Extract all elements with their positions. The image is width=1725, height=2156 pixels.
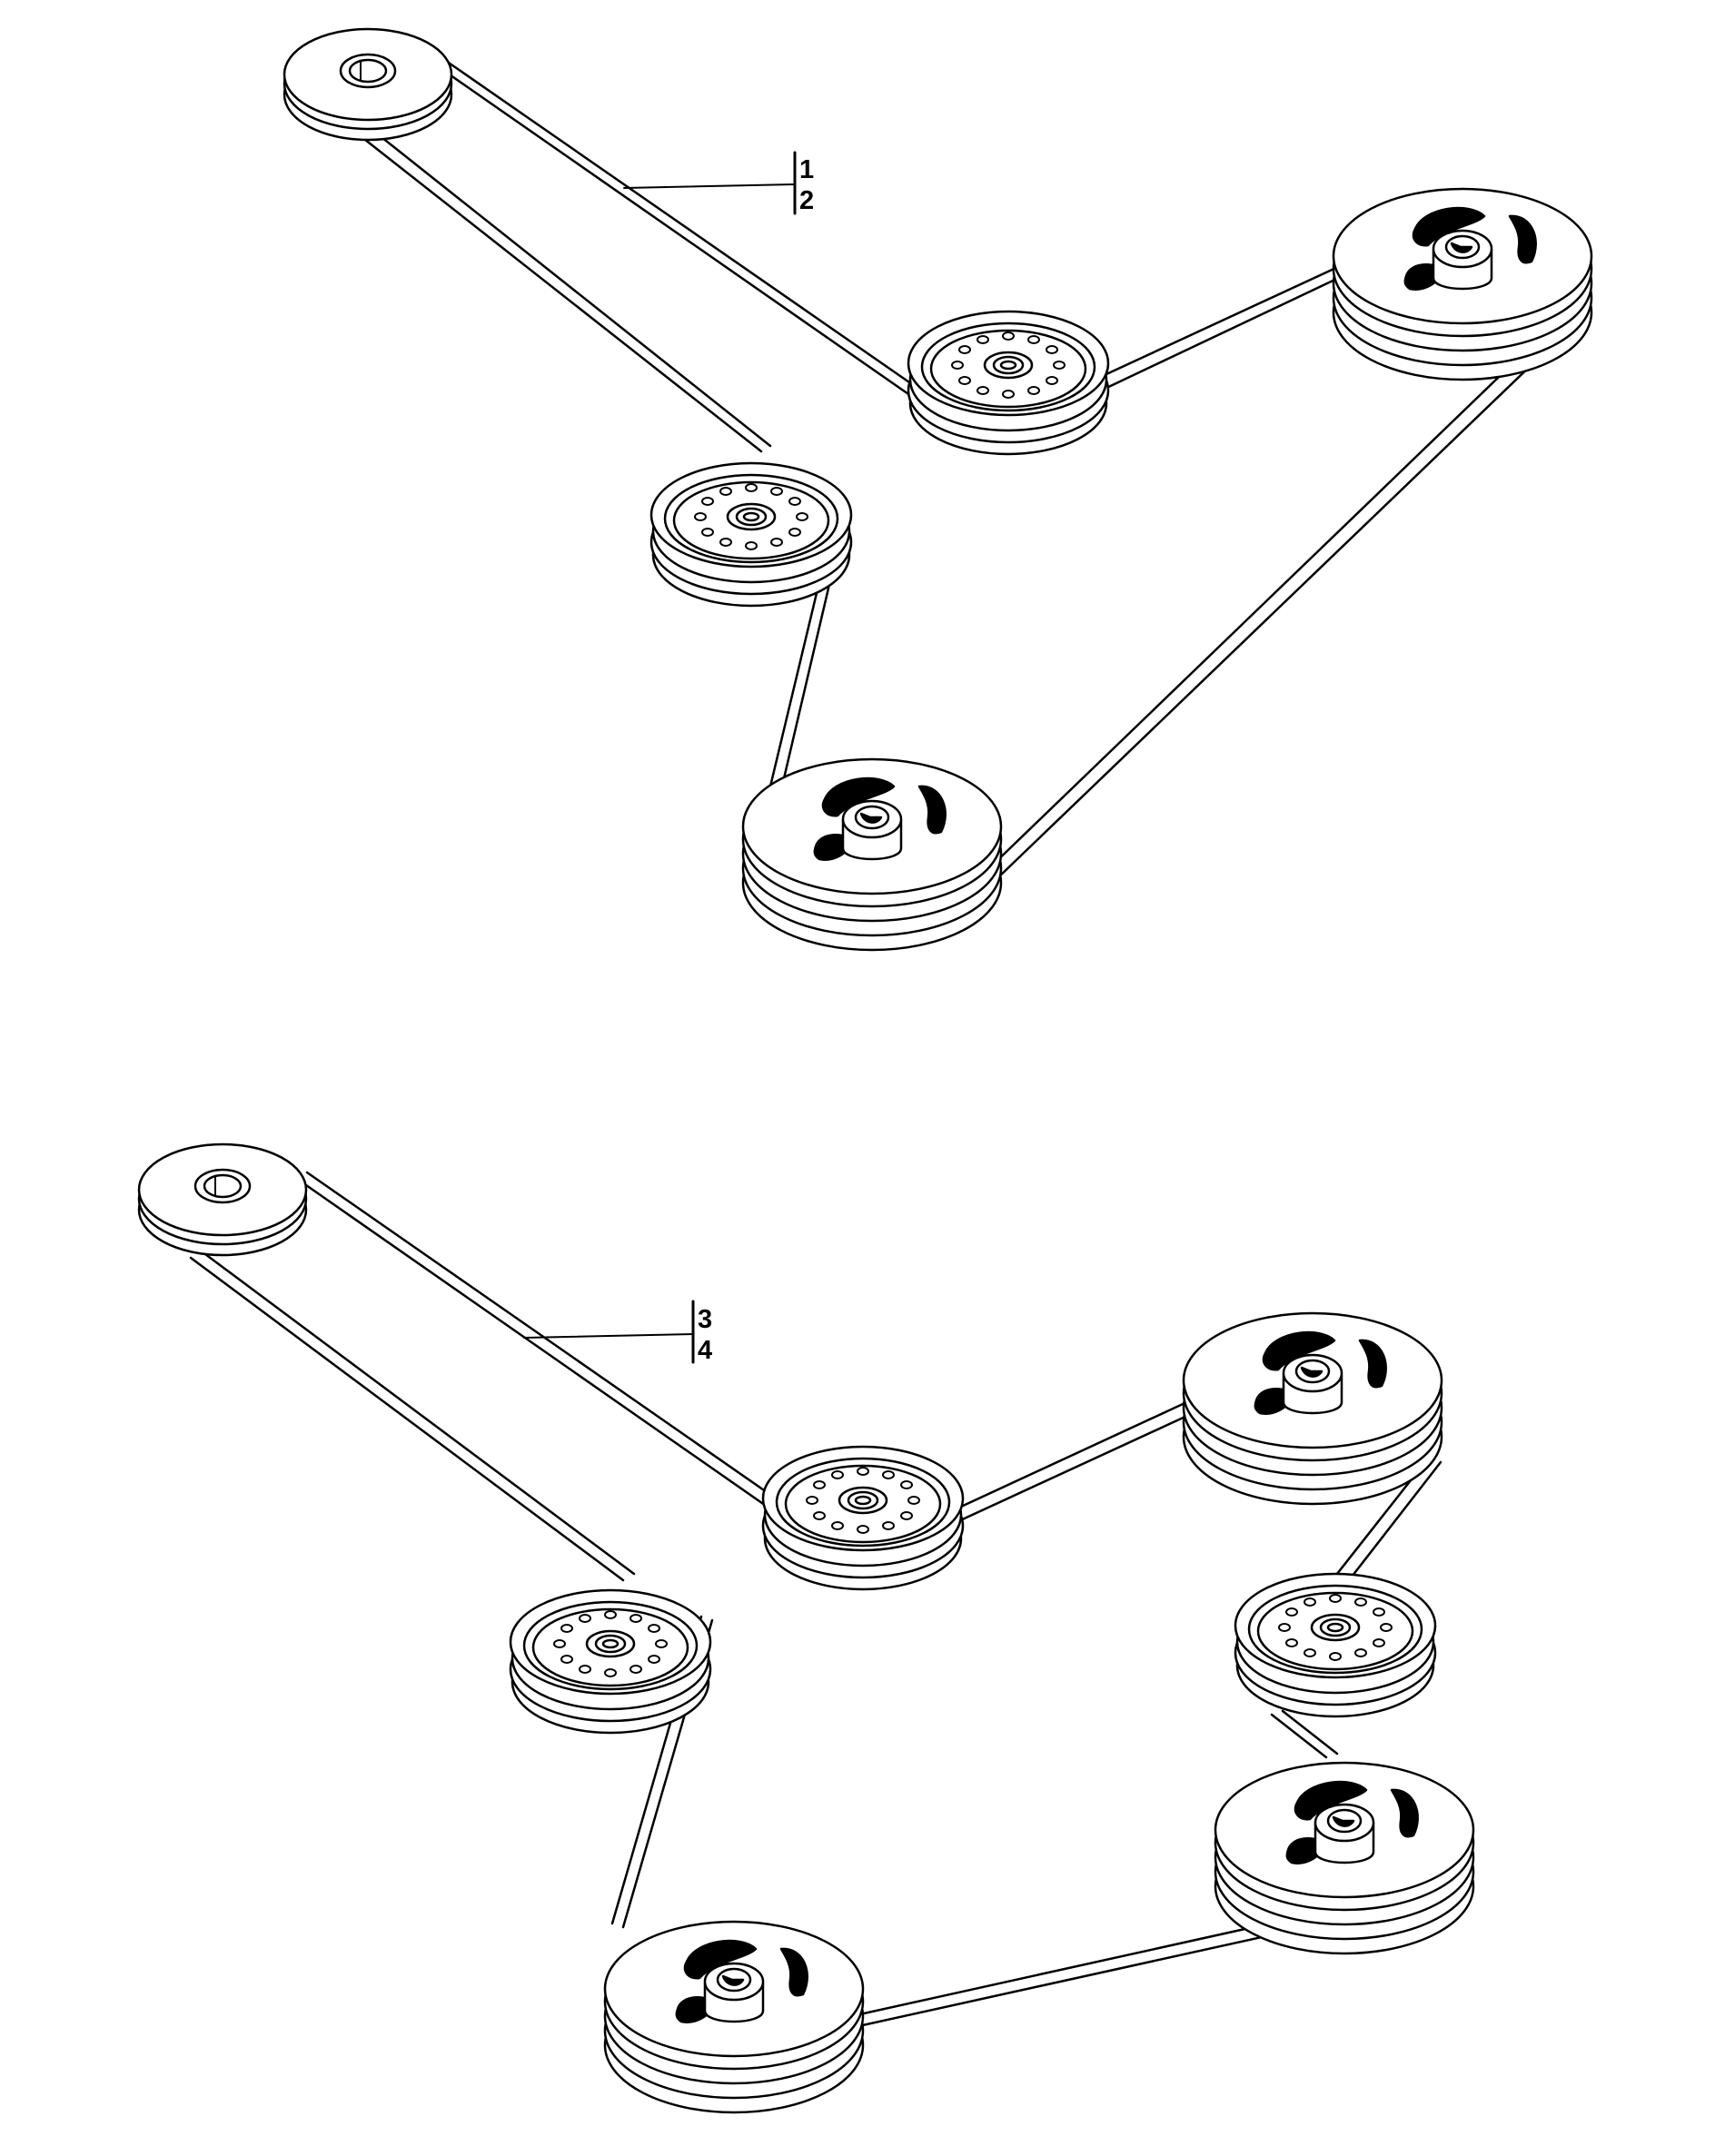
spindle-pulley: [741, 757, 1003, 952]
callout-top: 1 2: [623, 151, 814, 215]
spindle-pulley: [1214, 1761, 1475, 1955]
part-number-3: 3: [698, 1305, 712, 1334]
spindle-pulley: [603, 1920, 865, 2114]
idler-pulley: [761, 1445, 965, 1591]
spindle-pulley: [1332, 187, 1593, 381]
idler-pulley: [649, 461, 853, 608]
drive-belt: [342, 51, 1587, 881]
belt-assembly-bottom: [137, 1142, 1475, 2114]
idler-pulley: [509, 1588, 712, 1735]
callout-bottom: 3 4: [523, 1300, 712, 1365]
engine-pulley: [283, 27, 453, 142]
part-number-1: 1: [799, 155, 814, 184]
belt-assembly-top: [283, 27, 1593, 952]
spindle-pulley: [1182, 1311, 1443, 1506]
part-number-4: 4: [698, 1336, 712, 1365]
part-number-2: 2: [799, 186, 814, 215]
idler-pulley: [907, 310, 1110, 456]
idler-pulley: [1234, 1572, 1437, 1718]
engine-pulley: [137, 1142, 308, 1257]
